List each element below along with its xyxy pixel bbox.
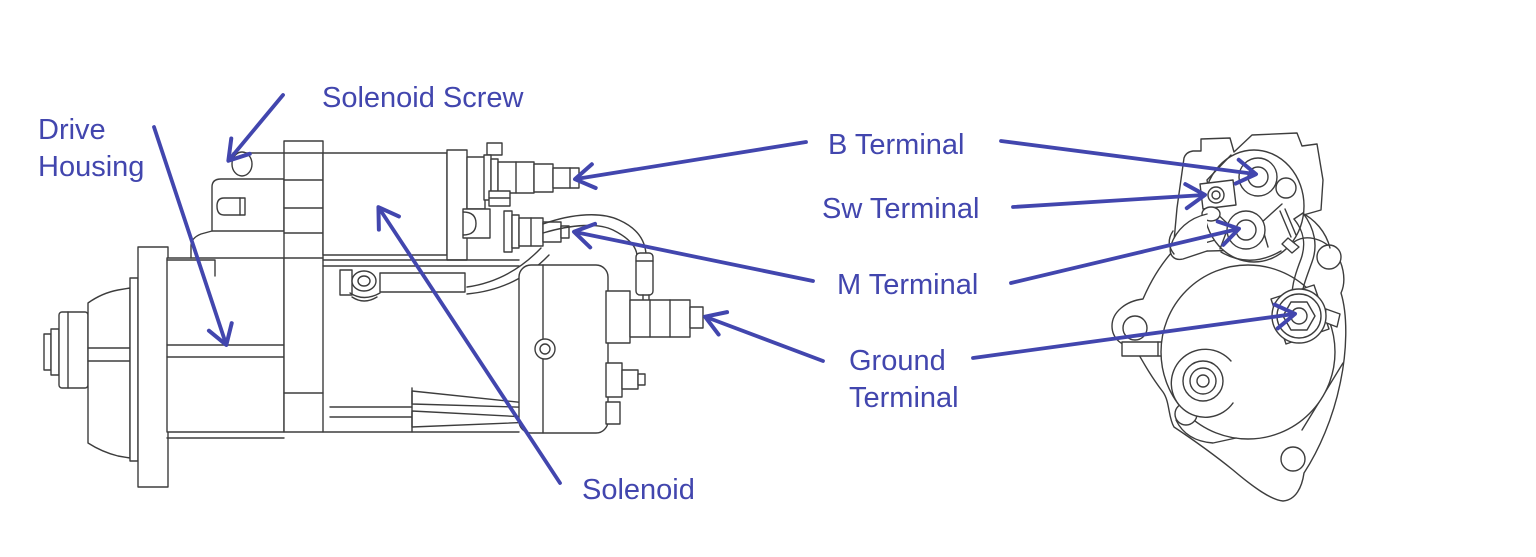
solenoid-arrow xyxy=(376,205,562,485)
drive-housing-label-line1: Drive xyxy=(38,114,106,146)
drive-housing-label-line2: Housing xyxy=(38,151,145,183)
ground-terminal-arrow-right xyxy=(971,302,1297,360)
b-terminal-arrow-right xyxy=(999,139,1258,186)
solenoid-screw-label: Solenoid Screw xyxy=(322,82,524,114)
m-terminal-arrow-right xyxy=(1009,219,1241,285)
ground-terminal-arrow-left xyxy=(703,310,825,363)
starter-side-view-drawing xyxy=(43,140,704,488)
ground-terminal-label: Ground Terminal xyxy=(849,343,959,417)
sw-terminal-label: Sw Terminal xyxy=(822,193,980,225)
m-terminal-arrow-left xyxy=(572,221,815,283)
ground-terminal-label-line2: Terminal xyxy=(849,382,959,414)
b-terminal-label: B Terminal xyxy=(828,129,965,161)
starter-end-view-drawing xyxy=(1111,132,1347,502)
drive-housing-arrow xyxy=(152,125,234,347)
b-terminal-arrow-left xyxy=(573,140,808,190)
m-terminal-label: M Terminal xyxy=(837,269,979,301)
sw-terminal-arrow-right xyxy=(1011,182,1207,211)
ground-terminal-label-line1: Ground xyxy=(849,345,946,377)
solenoid-screw-arrow xyxy=(226,93,285,163)
solenoid-label: Solenoid xyxy=(582,474,695,506)
drive-housing-label: Drive Housing xyxy=(38,112,144,186)
